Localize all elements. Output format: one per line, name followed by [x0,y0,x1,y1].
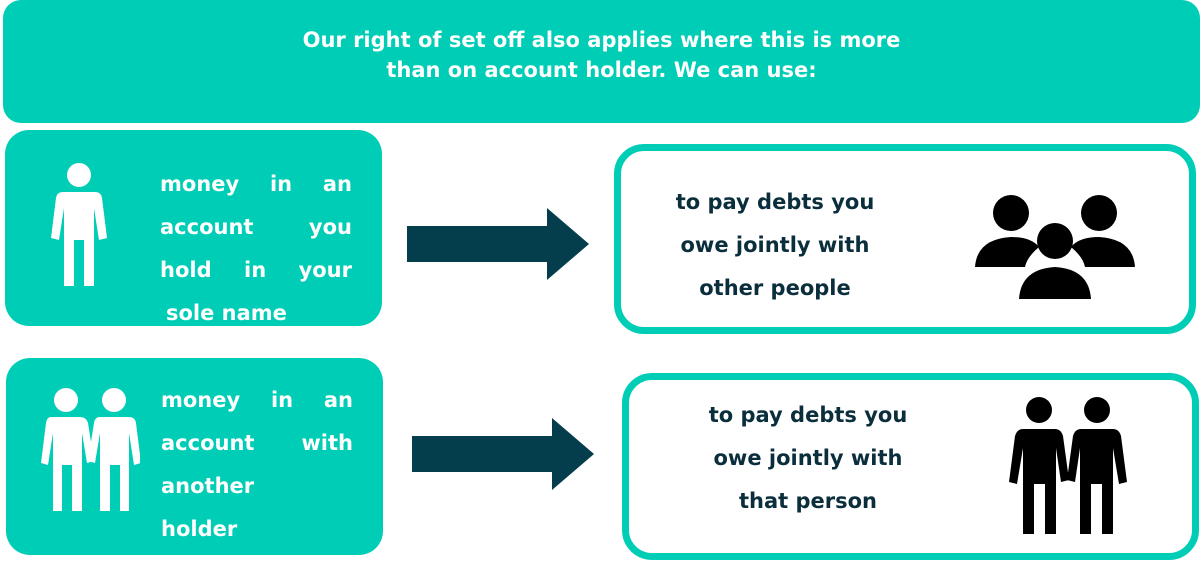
group-people-icon [975,195,1135,299]
source-line: account with [161,431,353,455]
source-line: another [161,474,255,498]
source-line: account you [160,215,352,239]
target-box-that-person: to pay debts you owe jointly with that p… [622,373,1199,560]
source-text: money in an account you hold in your sol… [160,163,352,335]
source-line: holder [161,517,238,541]
header-text: Our right of set off also applies where … [303,25,901,85]
target-line: owe jointly with [713,446,903,470]
source-text: money in an account with another holder [161,379,353,551]
target-line: other people [699,276,851,300]
right-arrow-icon [412,418,594,490]
two-people-icon [41,388,140,511]
single-person-icon [51,163,107,286]
target-line: owe jointly with [680,233,870,257]
right-arrow-icon [407,208,589,280]
source-line: hold in your [160,258,352,282]
target-line: to pay debts you [675,190,875,214]
header-banner: Our right of set off also applies where … [3,0,1200,123]
header-line-2: than on account holder. We can use: [386,57,817,82]
target-line: that person [738,489,878,513]
source-box-sole-account: money in an account you hold in your sol… [5,130,382,326]
target-line: to pay debts you [708,403,908,427]
target-text: to pay debts you owe jointly with other … [660,181,890,310]
source-box-joint-account: money in an account with another holder [6,358,383,555]
target-text: to pay debts you owe jointly with that p… [693,394,923,523]
source-line: sole name [166,301,287,325]
couple-icon [1009,397,1127,534]
header-line-1: Our right of set off also applies where … [302,27,901,52]
source-line: money in an [160,172,352,196]
source-line: money in an [161,388,353,412]
target-box-other-people: to pay debts you owe jointly with other … [614,144,1196,334]
